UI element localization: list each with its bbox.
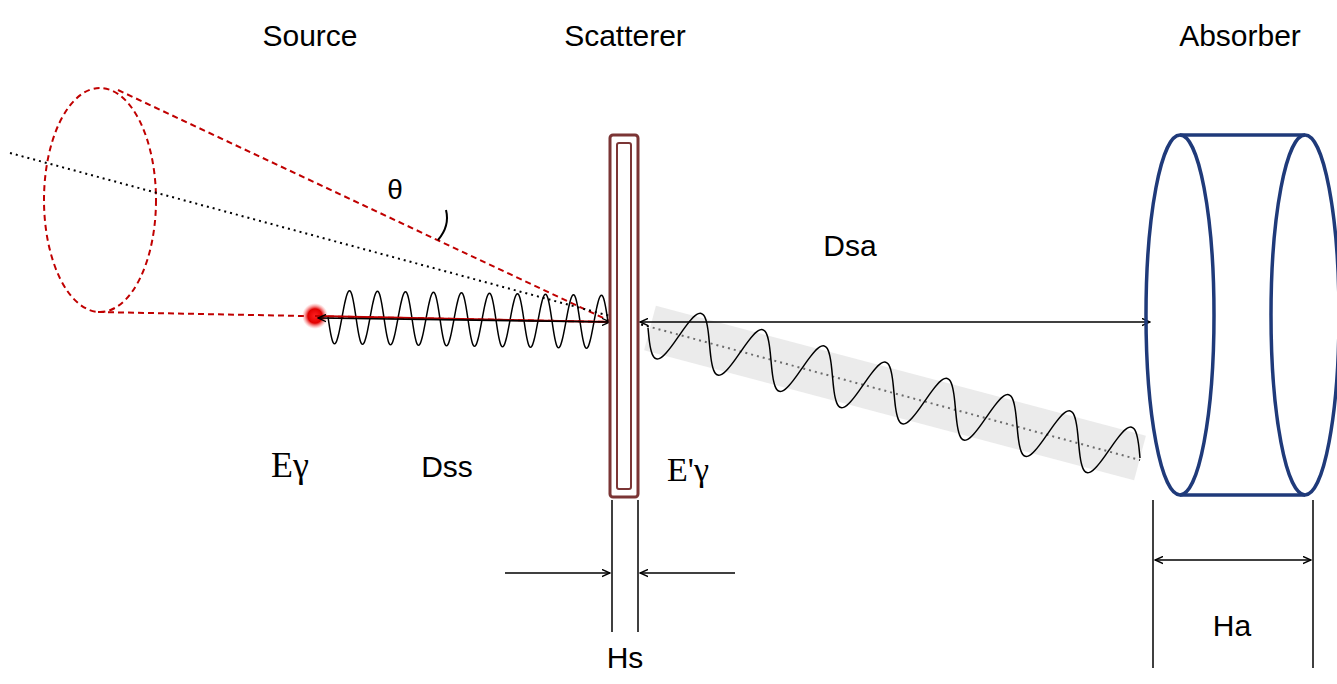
distance-arrow xyxy=(640,321,1150,323)
distance-arrow xyxy=(318,318,610,322)
dimension-line xyxy=(1152,500,1154,668)
absorber-cylinder xyxy=(1146,135,1214,495)
cone-base xyxy=(44,88,156,312)
energy-label: Eγ xyxy=(268,446,312,486)
dimension-label: Ha xyxy=(1210,609,1254,642)
dimension-label: Dsa xyxy=(820,229,879,262)
photon-wave xyxy=(648,313,1140,472)
dimension-line xyxy=(1312,500,1314,668)
scatter-axis xyxy=(10,153,1140,460)
absorber-cylinder xyxy=(1180,133,1305,137)
cone-edge xyxy=(118,90,612,322)
source-line xyxy=(315,316,612,322)
scatterer-plate xyxy=(610,135,638,497)
absorber-cylinder xyxy=(1271,135,1337,495)
dimension-arrow xyxy=(1155,559,1311,561)
absorber-cylinder xyxy=(1180,493,1305,497)
angle-arc xyxy=(438,210,447,240)
part-name: Source xyxy=(259,19,360,52)
part-name: Absorber xyxy=(1176,19,1304,52)
dimension-arrow xyxy=(505,572,610,574)
scatterer-plate xyxy=(617,143,631,489)
angle-label: θ xyxy=(384,175,406,206)
dimension-line xyxy=(637,500,639,632)
dimension-line xyxy=(611,500,613,632)
dimension-label: Hs xyxy=(604,641,647,674)
energy-label: E'γ xyxy=(664,451,712,488)
dimension-arrow xyxy=(640,572,735,574)
beam-shadow xyxy=(650,328,1140,458)
dimension-label: Dss xyxy=(418,450,476,483)
part-name: Scatterer xyxy=(561,19,689,52)
